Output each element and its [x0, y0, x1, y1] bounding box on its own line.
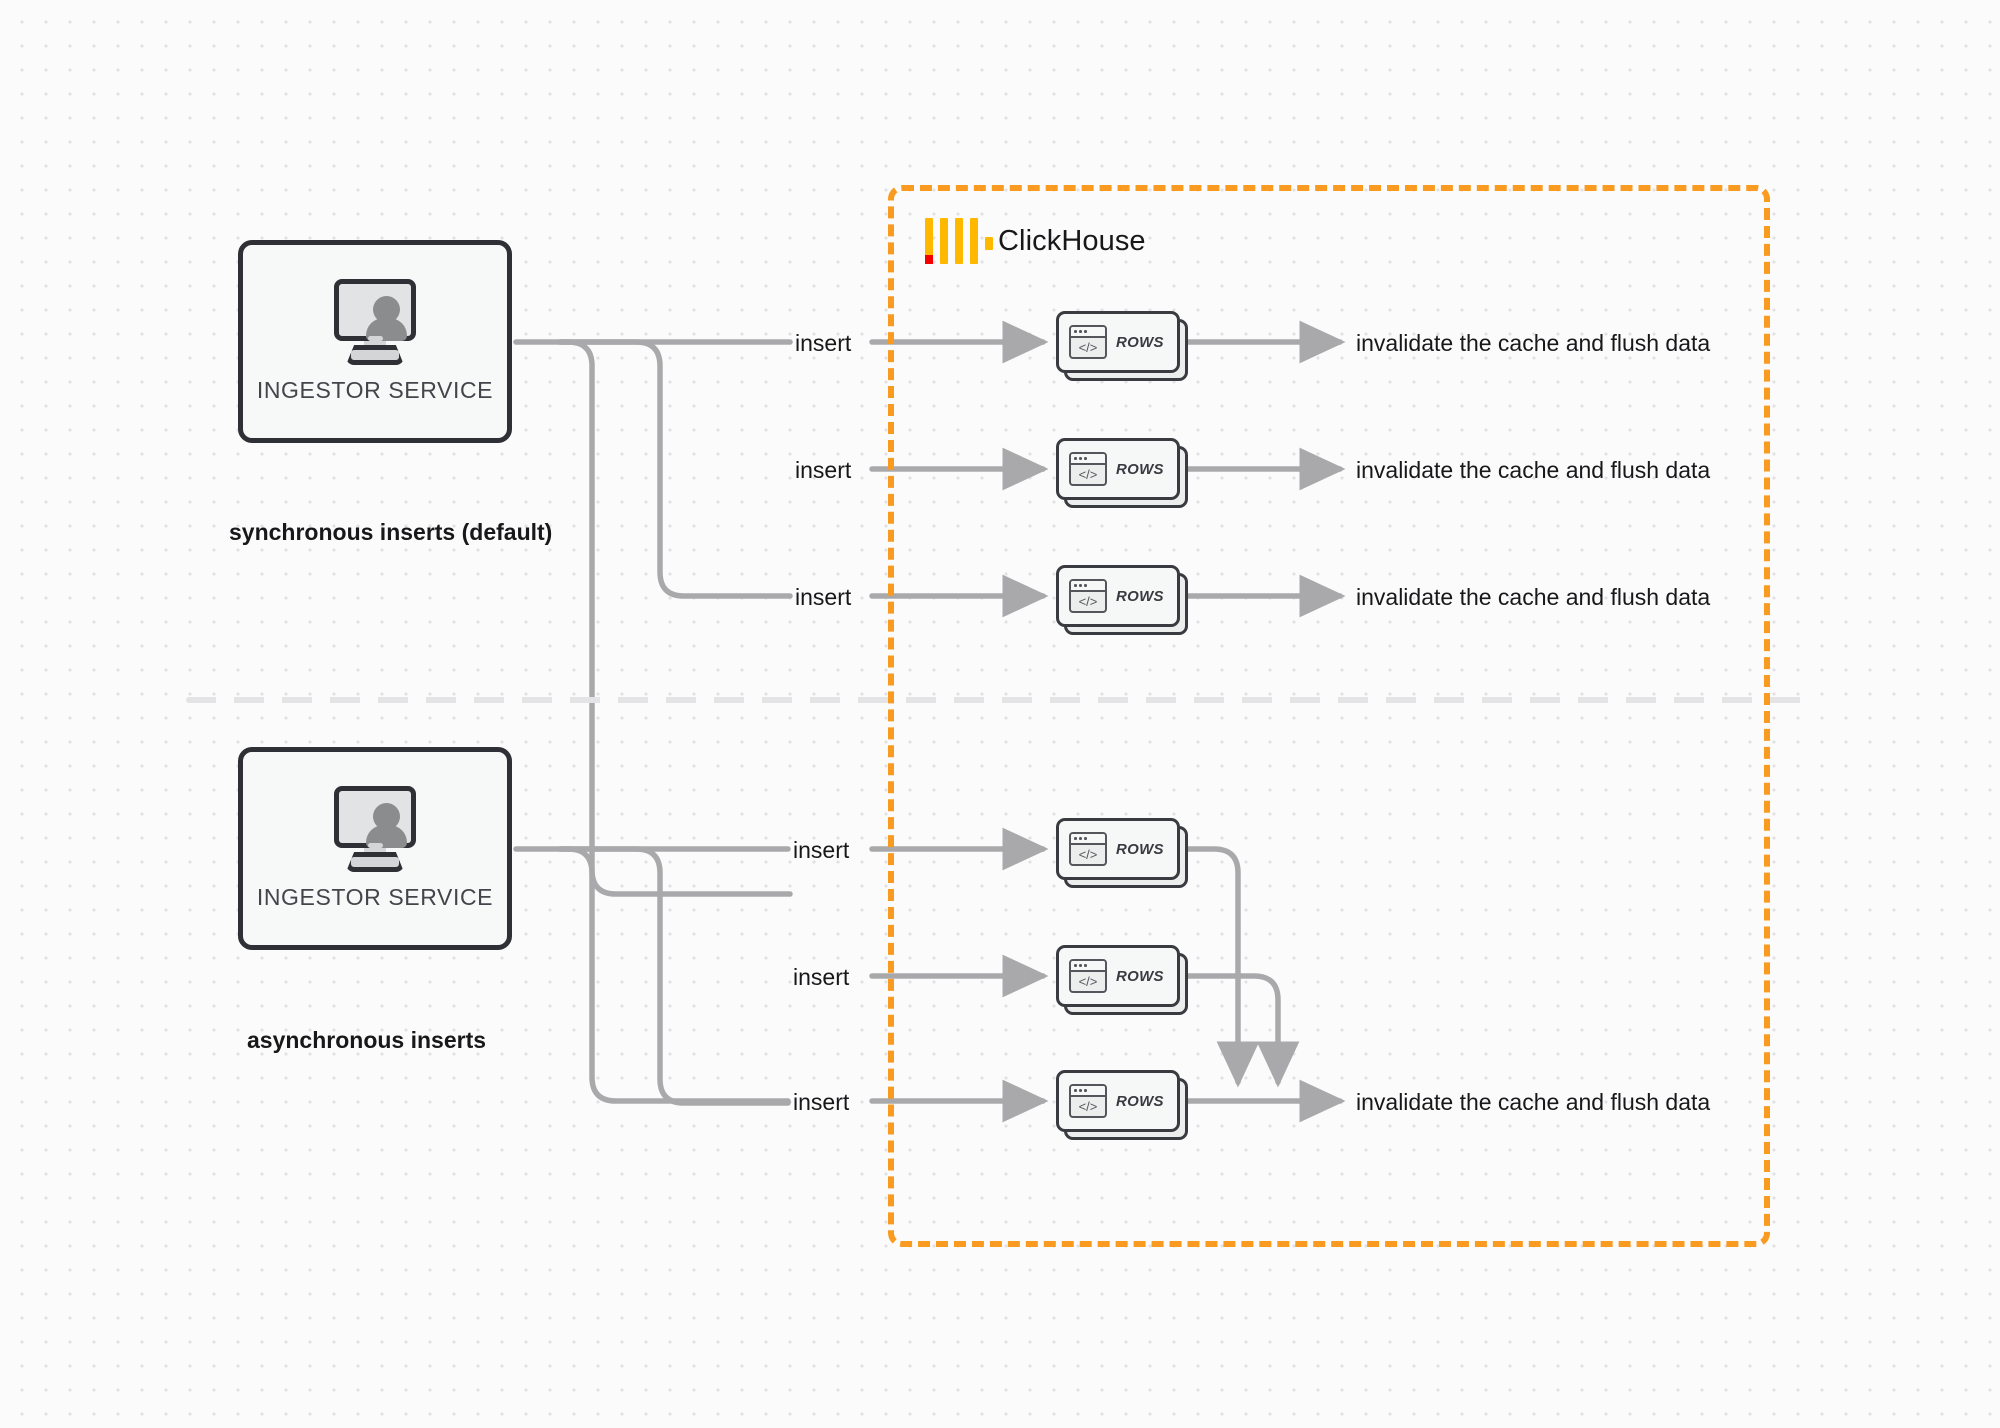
ingestor-service-label-async: INGESTOR SERVICE [256, 884, 494, 910]
monitor-user-icon [327, 279, 423, 365]
insert-label-async-3: insert [793, 1089, 850, 1115]
rows-label: ROWS [1116, 460, 1164, 478]
insert-label-sync-3: insert [795, 584, 852, 610]
rows-card-async-2[interactable]: </> ROWS [1056, 945, 1188, 1015]
code-glyph: </> [1078, 974, 1098, 989]
async-wire-3-real [557, 846, 791, 1104]
ingestor-service-sync[interactable]: INGESTOR SERVICE [238, 240, 512, 443]
rows-label: ROWS [1116, 967, 1164, 985]
ingestor-service-async[interactable]: INGESTOR SERVICE [238, 747, 512, 950]
rows-label: ROWS [1116, 1092, 1164, 1110]
insert-label-sync-1: insert [795, 330, 852, 356]
clickhouse-label: ClickHouse [998, 224, 1146, 257]
code-window-icon: </> [1069, 1084, 1107, 1118]
rows-label: ROWS [1116, 840, 1164, 858]
flush-label-sync-3: invalidate the cache and flush data [1356, 584, 1711, 610]
code-window-icon: </> [1069, 452, 1107, 486]
async-wire-2 [557, 846, 791, 1106]
insert-label-sync-2: insert [795, 457, 852, 483]
monitor-user-icon [327, 786, 423, 872]
rows-card-async-3[interactable]: </> ROWS [1056, 1070, 1188, 1140]
clickhouse-brand: ClickHouse [925, 218, 1146, 264]
insert-label-async-2: insert [793, 964, 850, 990]
flush-label-async-merged: invalidate the cache and flush data [1356, 1089, 1711, 1115]
code-window-icon: </> [1069, 325, 1107, 359]
caption-asynchronous: asynchronous inserts [247, 1027, 487, 1053]
rows-card-sync-2[interactable]: </> ROWS [1056, 438, 1188, 508]
sync-wire-2 [557, 339, 793, 599]
code-glyph: </> [1078, 594, 1098, 609]
caption-synchronous: synchronous inserts (default) [229, 519, 553, 545]
code-glyph: </> [1078, 467, 1098, 482]
rows-label: ROWS [1116, 333, 1164, 351]
code-glyph: </> [1078, 340, 1098, 355]
code-window-icon: </> [1069, 959, 1107, 993]
code-glyph: </> [1078, 847, 1098, 862]
flush-label-sync-2: invalidate the cache and flush data [1356, 457, 1711, 483]
rows-card-sync-1[interactable]: </> ROWS [1056, 311, 1188, 381]
section-divider [186, 697, 1818, 703]
ingestor-service-label-sync: INGESTOR SERVICE [256, 377, 494, 403]
rows-card-sync-3[interactable]: </> ROWS [1056, 565, 1188, 635]
rows-label: ROWS [1116, 587, 1164, 605]
rows-card-async-1[interactable]: </> ROWS [1056, 818, 1188, 888]
code-glyph: </> [1078, 1099, 1098, 1114]
clickhouse-logo-icon [925, 218, 993, 264]
sync-wire-3 [557, 339, 793, 897]
insert-label-async-1: insert [793, 837, 850, 863]
flush-label-sync-1: invalidate the cache and flush data [1356, 330, 1711, 356]
clickhouse-boundary [888, 185, 1770, 1247]
code-window-icon: </> [1069, 579, 1107, 613]
code-window-icon: </> [1069, 832, 1107, 866]
